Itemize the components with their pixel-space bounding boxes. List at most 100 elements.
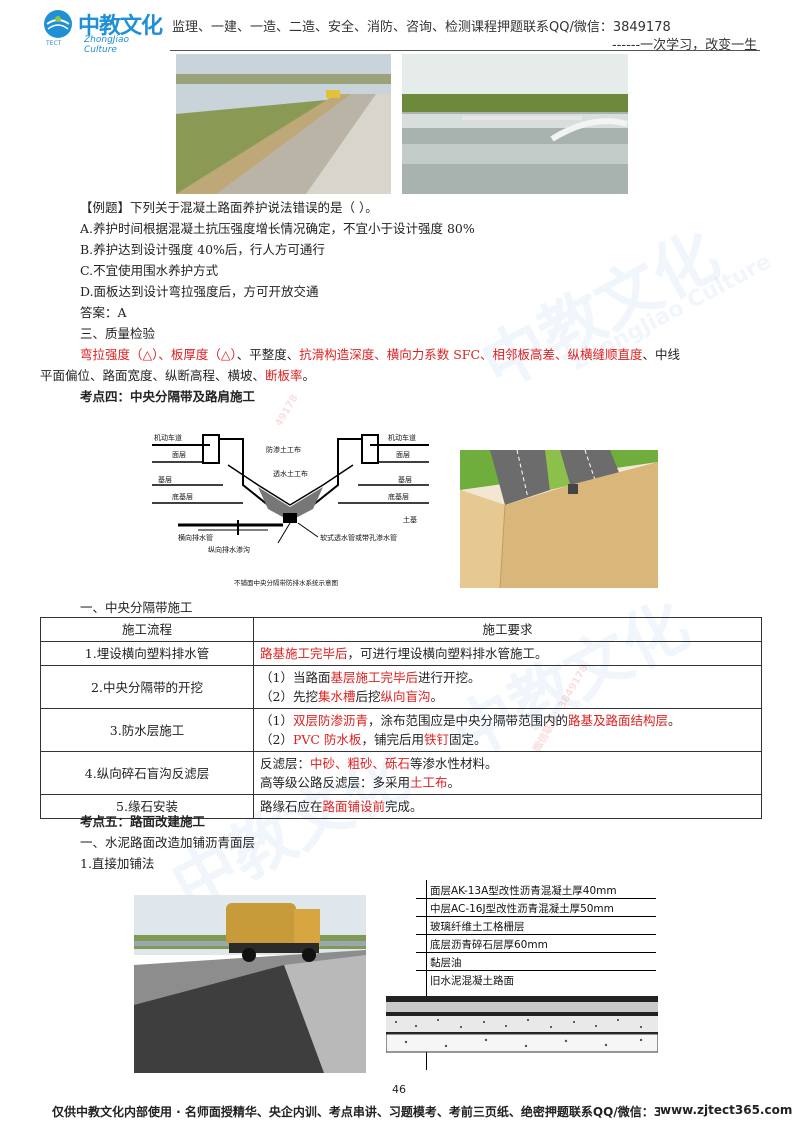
logo-en: ZhongJiao Culture: [84, 35, 129, 55]
requirement-segment: 路缘石应在: [260, 799, 323, 814]
quality-line2-segment: 断板率: [265, 368, 303, 383]
diag-soft-pipe: 软式透水管或带孔渗水管: [320, 534, 397, 542]
requirement-segment: 固定。: [448, 732, 487, 747]
logo: 中教文化 ZhongJiao Culture TECT: [42, 6, 163, 55]
requirement-segment: （1）当路面: [260, 670, 331, 685]
footer-url[interactable]: www.zjtect365.com: [660, 1103, 793, 1117]
header: 中教文化 ZhongJiao Culture TECT 监理、一建、一造、二造、…: [0, 0, 800, 55]
requirement-segment: ，涂布范围应是中央分隔带范围内的: [367, 713, 568, 728]
table-cell-step: 1.埋设横向塑料排水管: [40, 641, 254, 666]
table-row: 2.中央分隔带的开挖（1）当路面基层施工完毕后进行开挖。（2）先挖集水槽后挖纵向…: [40, 665, 762, 709]
requirement-segment: 土工布: [410, 775, 448, 790]
example-option-c: C.不宜使用围水养护方式: [80, 263, 219, 278]
requirement-segment: 路面铺设前: [322, 799, 386, 814]
requirement-segment: （1）: [260, 713, 293, 728]
header-rule: [170, 50, 760, 51]
diag-lane-right: 机动车道: [388, 434, 416, 442]
table-cell-requirement: 反滤层：中砂、粗砂、砾石等渗水性材料。高等级公路反滤层：多采用土工布。: [253, 751, 762, 795]
diag-subbase-right: 底基层: [388, 493, 409, 501]
requirement-line: 反滤层：中砂、粗砂、砾石等渗水性材料。: [260, 754, 755, 773]
requirement-segment: 中砂、粗砂、砾石: [310, 756, 411, 771]
median-drainage-diagram: 机动车道 机动车道 防渗土工布 透水土工布 面层 面层 基层 基层 底基层 底基…: [148, 425, 433, 590]
table-cell-requirement: 路缘石应在路面铺设前完成。: [253, 794, 762, 819]
table-row: 3.防水层施工（1）双层防渗沥青，涂布范围应是中央分隔带范围内的路基及路面结构层…: [40, 708, 762, 752]
example-option-a: A.养护时间根据混凝土抗压强度增长情况确定，不宜小于设计强度 80%: [80, 221, 475, 236]
diag-cross-pipe: 横向排水管: [178, 534, 213, 542]
quality-items-line1: 弯拉强度（△）、板厚度（△）、平整度、抗滑构造深度、横向力系数 SFC、相邻板高…: [80, 345, 680, 365]
requirement-segment: 。: [447, 775, 461, 790]
requirement-line: （2）PVC 防水板，铺完后用铁钉固定。: [260, 730, 755, 749]
requirement-segment: 双层防渗沥青: [292, 713, 368, 728]
diag-base-right: 基层: [398, 476, 412, 484]
logo-tect: TECT: [46, 40, 62, 47]
diag-surface-left: 面层: [172, 451, 186, 459]
quality-line1-segment: 抗滑构造深度、横向力系数 SFC、相邻板高差、纵横缝顺直度: [299, 347, 643, 362]
requirement-segment: ，可进行埋设横向塑料排水管施工。: [347, 646, 548, 661]
table-header-row: 施工流程 施工要求: [40, 617, 762, 642]
quality-line1-segment: 弯拉强度（△）、板厚度（△）: [80, 347, 237, 362]
diag-soil: 土基: [403, 516, 417, 524]
requirement-segment: （2）先挖: [260, 689, 318, 704]
requirement-segment: 进行开挖。: [417, 670, 481, 685]
table-cell-step: 4.纵向碎石盲沟反滤层: [40, 751, 254, 795]
layer-4: 黏层油: [430, 957, 462, 969]
quality-heading: 三、质量检验: [80, 326, 156, 341]
requirement-segment: PVC 防水板: [292, 732, 362, 747]
diag-surface-right: 面层: [396, 451, 410, 459]
table-cell-step: 5.缘石安装: [40, 794, 254, 819]
asphalt-spray-truck-photo: [134, 895, 366, 1073]
requirement-segment: 铁钉: [423, 732, 449, 747]
point5-heading: 考点五：路面改建施工: [80, 814, 206, 829]
table-cell-step: 2.中央分隔带的开挖: [40, 665, 254, 709]
footer-text: 仅供中教文化内部使用 · 名师面授精华、央企内训、考点串讲、习题模考、考前三页纸…: [52, 1105, 713, 1119]
requirement-segment: 反滤层：: [260, 756, 311, 771]
page-number: 46: [392, 1083, 406, 1096]
diag-subbase-left: 底基层: [172, 493, 193, 501]
table-row: 5.缘石安装路缘石应在路面铺设前完成。: [40, 794, 762, 819]
header-slogan: ------一次学习，改变一生: [612, 38, 758, 53]
requirement-segment: 。: [668, 713, 681, 728]
quality-line1-segment: 、平整度、: [236, 347, 300, 362]
requirement-line: 高等级公路反滤层：多采用土工布。: [260, 773, 755, 792]
layer-1: 中层AC-16J型改性沥青混凝土厚50mm: [430, 903, 614, 915]
requirement-line: （1）当路面基层施工完毕后进行开挖。: [260, 668, 755, 687]
layer-2: 玻璃纤维土工格栅层: [430, 921, 525, 933]
example-answer: 答案：A: [80, 305, 127, 320]
point5-sub2: 1.直接加铺法: [80, 856, 155, 871]
diag-fabric1: 防渗土工布: [266, 446, 301, 454]
table-header-requirement: 施工要求: [253, 617, 762, 642]
layer-5: 旧水泥混凝土路面: [430, 975, 514, 987]
table-cell-requirement: （1）双层防渗沥青，涂布范围应是中央分隔带范围内的路基及路面结构层。 （2）PVC…: [253, 708, 762, 752]
example-question: 【例题】下列关于混凝土路面养护说法错误的是（ ）。: [80, 200, 378, 215]
requirement-segment: 基层施工完毕后: [330, 670, 418, 685]
requirement-segment: 。: [430, 689, 444, 704]
diag-lane-left: 机动车道: [154, 434, 182, 442]
overlay-structure-diagram: 面层AK-13A型改性沥青混凝土厚40mm 中层AC-16J型改性沥青混凝土厚5…: [386, 880, 658, 1070]
curing-photo-right: [402, 54, 628, 194]
point4-heading: 考点四：中央分隔带及路肩施工: [80, 389, 256, 404]
quality-line2-segment: 平面偏位、路面宽度、纵断高程、横坡、: [40, 368, 266, 383]
point5-sub1: 一、水泥路面改造加铺沥青面层: [80, 835, 256, 850]
diag-long-ditch: 纵向排水渗沟: [208, 546, 250, 554]
requirement-line: 路缘石应在路面铺设前完成。: [260, 797, 755, 816]
quality-line2-segment: 。: [302, 368, 316, 383]
requirement-segment: ，铺完后用: [361, 732, 424, 747]
requirement-segment: 路基施工完毕后: [260, 646, 348, 661]
quality-line1-segment: 、中线: [642, 347, 681, 362]
layer-3: 底层沥青碎石层厚60mm: [430, 939, 548, 951]
table-row: 4.纵向碎石盲沟反滤层反滤层：中砂、粗砂、砾石等渗水性材料。高等级公路反滤层：多…: [40, 751, 762, 795]
requirement-segment: 路基及路面结构层: [567, 713, 668, 728]
diag-base-left: 基层: [158, 476, 172, 484]
requirement-segment: 高等级公路反滤层：多采用: [260, 775, 411, 790]
quality-items-line2: 平面偏位、路面宽度、纵断高程、横坡、断板率。: [40, 366, 315, 386]
table-cell-requirement: 路基施工完毕后，可进行埋设横向塑料排水管施工。: [253, 641, 762, 666]
table-header-step: 施工流程: [40, 617, 254, 642]
median-construction-table: 施工流程 施工要求 1.埋设横向塑料排水管路基施工完毕后，可进行埋设横向塑料排水…: [40, 617, 762, 819]
diag-caption: 不铺面中央分隔带防排水系统示意图: [234, 579, 338, 587]
example-option-d: D.面板达到设计弯拉强度后，方可开放交通: [80, 284, 319, 299]
requirement-segment: 纵向盲沟: [380, 689, 431, 704]
median-section-title: 一、中央分隔带施工: [80, 600, 193, 615]
header-title: 监理、一建、一造、二造、安全、消防、咨询、检测课程押题联系QQ/微信：38491…: [172, 20, 671, 35]
layer-0: 面层AK-13A型改性沥青混凝土厚40mm: [430, 885, 617, 897]
requirement-segment: 完成。: [385, 799, 423, 814]
